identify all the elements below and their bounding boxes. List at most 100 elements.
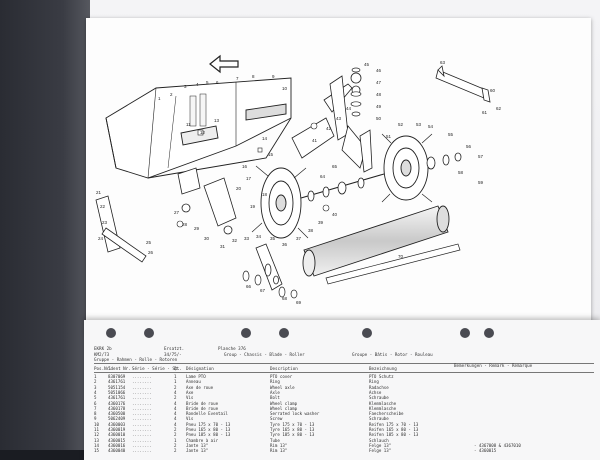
callout-number: 58 (458, 170, 464, 175)
callout-number: 12 (200, 130, 206, 135)
cell-pos: 6 (94, 400, 97, 406)
cell-qty: 2 (174, 442, 177, 448)
callout-number: 53 (416, 122, 422, 127)
cell-fr: Anneau (186, 379, 201, 385)
cell-ident: 4360040 (108, 448, 126, 454)
cell-fr: Rondelle Eventail (186, 411, 228, 417)
callout-number: 24 (98, 236, 104, 241)
callout-number: 37 (296, 236, 302, 241)
group-code: KM2/73 (94, 352, 110, 357)
model-label: EKRK 2b (94, 346, 112, 351)
punch-hole (279, 328, 289, 338)
cell-ident: 4360003 (108, 421, 126, 427)
callout-number: 28 (182, 222, 188, 227)
callout-number: 35 (270, 236, 276, 241)
cell-de: Ring (369, 379, 379, 385)
cell-de: Achse (369, 389, 382, 395)
callout-number: 60 (490, 88, 496, 93)
callout-number: 56 (466, 144, 472, 149)
callout-number: 13 (214, 118, 220, 123)
callout-number: 67 (260, 288, 266, 293)
cell-series: ........ (132, 432, 152, 438)
callout-number: 41 (312, 138, 318, 143)
divider (94, 372, 594, 373)
col-serie: Série - Série - St. (132, 366, 180, 371)
roller (302, 205, 461, 285)
callout-number: 59 (478, 180, 484, 185)
callout-number: 33 (244, 236, 250, 241)
col-bezeichnung: Bezeichnung (369, 366, 397, 371)
group-de: Gruppe - Rahmen - Rolle - Rotoren (94, 357, 178, 362)
cell-en: Rim 13" (270, 448, 288, 454)
cell-pos: 2 (94, 379, 97, 385)
cell-pos: 4 (94, 389, 97, 395)
cell-series: ........ (132, 411, 152, 417)
callout-number: 64 (320, 174, 326, 179)
cell-de: PTO Schutz (369, 374, 394, 379)
cell-ident: 4361761 (108, 395, 126, 401)
cell-series: ........ (132, 427, 152, 432)
callout-number: 18 (262, 192, 268, 197)
cell-qty: 4 (174, 411, 177, 417)
callout-number: 2 (170, 92, 173, 97)
exploded-parts-diagram: 1234567891011121314151617181920212223242… (95, 54, 502, 305)
callout-number: 17 (246, 176, 252, 181)
callout-number: 30 (204, 236, 210, 241)
cell-en: Rim 13" (270, 442, 288, 448)
cell-series: ........ (132, 448, 152, 454)
cell-series: ........ (132, 400, 152, 406)
page-label: Ersatzt. (164, 346, 185, 351)
cell-series: ........ (132, 421, 152, 427)
callout-number: 10 (282, 86, 288, 91)
callout-number: 32 (232, 238, 238, 243)
cell-series: ........ (132, 416, 152, 422)
cell-pos: 9 (94, 416, 97, 422)
callout-number: 48 (376, 92, 382, 97)
rotor-disc-left (251, 165, 309, 239)
col-remark: Bemerkungen - Remark - Remarque (454, 363, 533, 368)
gearbox-bracket (291, 72, 373, 173)
cell-de: Reifen 165 x 80 - 13 (369, 427, 419, 432)
cell-de: Felge 13" (369, 448, 392, 454)
cell-en: Tube (270, 437, 280, 443)
callout-number: 46 (376, 68, 382, 73)
cell-qty: 4 (174, 405, 177, 411)
cell-pos: 15 (94, 448, 99, 454)
cell-de: Schlauch (369, 437, 389, 443)
cell-pos: 12 (94, 432, 99, 438)
callout-number: 62 (496, 106, 502, 111)
cell-pos: 14 (94, 442, 99, 448)
cell-de: Reifen 185 x 80 - 13 (369, 432, 419, 438)
cell-pos: 10 (94, 421, 99, 427)
callout-number: 27 (174, 210, 180, 215)
cell-ident: 5051154 (108, 384, 126, 390)
callout-number: 47 (376, 80, 382, 85)
callout-number: 21 (96, 190, 102, 195)
cell-fr: Vis (186, 395, 194, 401)
col-ident: Ident Nr. (108, 366, 131, 371)
rotor-shaft (300, 152, 462, 202)
callout-number: 52 (398, 122, 404, 127)
cell-de: Felge 13" (369, 442, 392, 448)
divider (94, 363, 594, 364)
callout-number: 51 (386, 134, 392, 139)
callout-number: 29 (194, 226, 200, 231)
cell-pos: 5 (94, 395, 97, 401)
cell-en: Wheel clamp (270, 405, 298, 411)
cell-en: Serrated lock washer (270, 411, 320, 417)
sheet-label: Planche 376 (218, 346, 246, 351)
callout-number: 63 (440, 60, 446, 65)
col-pos: Pos.Nr. (94, 366, 112, 371)
cell-ident: 4360500 (108, 411, 126, 417)
cell-qty: 2 (174, 395, 177, 401)
callout-number: 55 (448, 132, 454, 137)
callout-number: 57 (478, 154, 484, 159)
cell-fr: Vis (186, 416, 194, 422)
